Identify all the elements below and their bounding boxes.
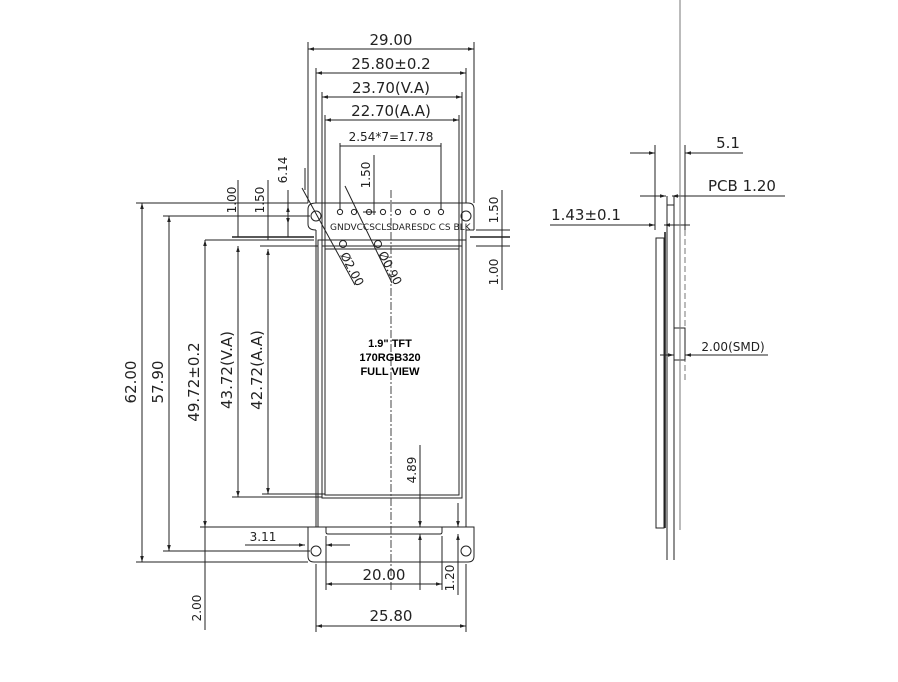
label-size: 1.9" TFT (368, 338, 412, 350)
width-dimensions: 29.00 25.80±0.2 23.70(V.A) 22.70(A.A) 2.… (307, 31, 475, 249)
side-view: 5.1 PCB 1.20 1.43±0.1 2.00(SMD) (550, 0, 785, 560)
dim-aa-width: 22.70(A.A) (351, 102, 431, 120)
dim-hole-dia: Ø2.00 (337, 250, 366, 289)
glass-layer (655, 237, 665, 529)
dim-right-1-00: 1.00 (487, 259, 501, 286)
dim-fpc-height: 1.20 (443, 565, 457, 592)
mount-hole-bl (310, 545, 322, 557)
dim-fpc-gap: 4.89 (405, 457, 419, 484)
dim-right-1-50: 1.50 (487, 197, 501, 224)
pin-header (336, 208, 445, 216)
dim-glass-height: 49.72±0.2 (185, 342, 203, 421)
mount-hole-tl (310, 210, 322, 222)
dim-overall-width: 29.00 (370, 31, 413, 49)
dim-bottom-margin: 2.00 (190, 595, 204, 622)
pin-labels: GNDVCCSCLSDARESDC CS BLK (330, 223, 472, 233)
active-area (324, 248, 460, 496)
dim-total-thickness: 5.1 (716, 134, 740, 152)
dim-smd: 2.00(SMD) (701, 340, 764, 354)
dim-overall-height: 62.00 (122, 361, 140, 404)
pcb-top-ear (316, 202, 475, 231)
dim-pin-hole-dia: Ø0.90 (375, 249, 404, 288)
bottom-dimensions: 3.11 4.89 20.00 1.20 25.80 2.00 (190, 445, 467, 632)
dim-top-1-00: 1.00 (225, 187, 239, 214)
dim-top-1-50: 1.50 (253, 187, 267, 214)
dim-hole-offset: 3.11 (250, 530, 277, 544)
dim-pin-offset: 1.50 (359, 162, 373, 189)
dim-fpc-width: 20.00 (363, 566, 406, 584)
label-view: FULL VIEW (360, 366, 420, 378)
dim-hole-pitch: 57.90 (149, 361, 167, 404)
dim-aa-height: 42.72(A.A) (248, 330, 266, 410)
height-dimensions: 62.00 57.90 49.72±0.2 43.72(V.A) 42.72(A… (122, 202, 325, 563)
front-view (205, 190, 510, 590)
dim-top-6-14: 6.14 (276, 157, 290, 184)
dim-va-width: 23.70(V.A) (352, 79, 430, 97)
glass-outline (317, 239, 467, 528)
dim-glass-thickness: 1.43±0.1 (551, 206, 621, 224)
dim-pcb-width: 25.80±0.2 (351, 55, 430, 73)
label-resolution: 170RGB320 (359, 352, 420, 364)
mount-hole-tr (460, 210, 472, 222)
product-label: 1.9" TFT 170RGB320 FULL VIEW (359, 338, 420, 378)
dim-va-height: 43.72(V.A) (218, 331, 236, 409)
mount-hole-br (460, 545, 472, 557)
dim-pcb-thickness: PCB 1.20 (708, 177, 776, 195)
dim-pcb-bottom: 25.80 (370, 607, 413, 625)
viewing-area (321, 245, 463, 499)
dim-pin-span: 2.54*7=17.78 (349, 130, 434, 144)
